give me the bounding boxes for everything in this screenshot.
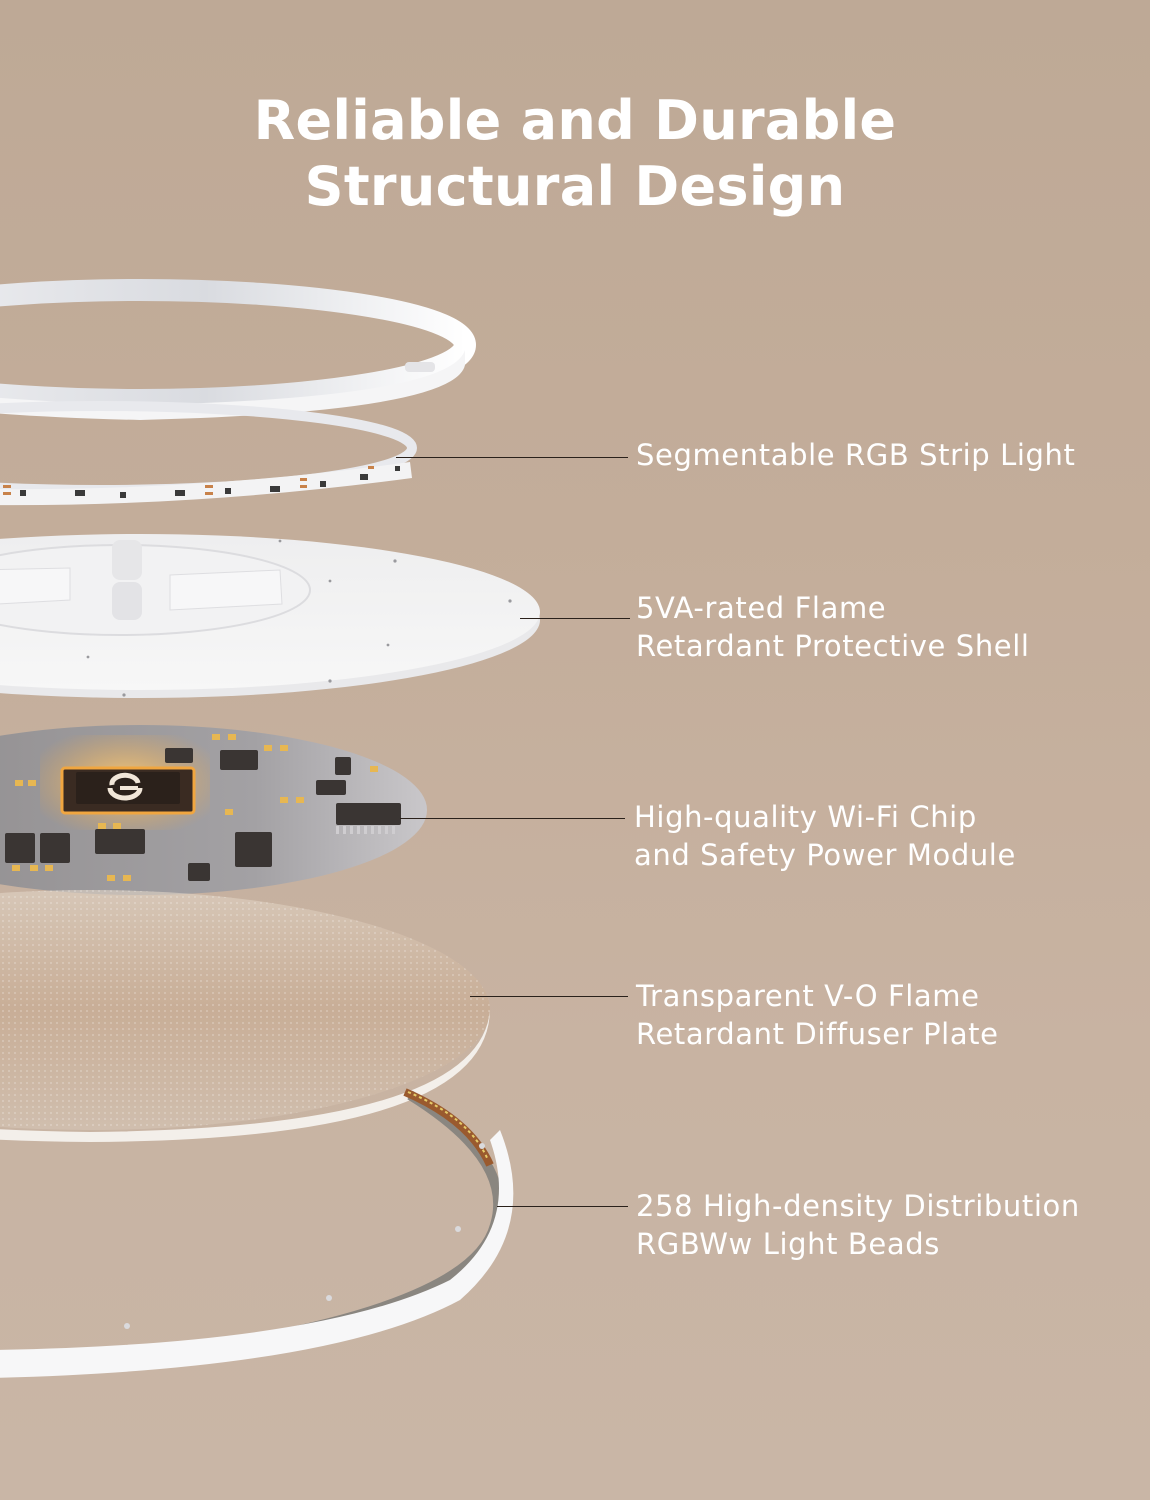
leader-line bbox=[396, 457, 628, 458]
callout-label: Transparent V-O Flame Retardant Diffuser… bbox=[636, 979, 999, 1051]
diffuser-plate bbox=[0, 890, 490, 1142]
leader-line bbox=[520, 618, 630, 619]
pcb-board bbox=[0, 725, 427, 895]
top-frame-ring bbox=[0, 279, 476, 420]
callout-label: High-quality Wi-Fi Chip and Safety Power… bbox=[634, 800, 1016, 872]
callout-label: 5VA-rated Flame Retardant Protective She… bbox=[636, 591, 1030, 663]
leader-line bbox=[497, 1206, 628, 1207]
leader-line bbox=[400, 818, 625, 819]
callout-label: 258 High-density Distribution RGBWw Ligh… bbox=[636, 1189, 1080, 1261]
rgb-strip-light bbox=[0, 401, 417, 506]
light-bead-ring bbox=[0, 1088, 514, 1378]
chip-logo-icon bbox=[107, 772, 143, 801]
title-line-1: Reliable and Durable bbox=[253, 89, 897, 152]
page-title: Reliable and Durable Structural Design bbox=[0, 88, 1150, 220]
leader-line bbox=[470, 996, 628, 997]
title-line-2: Structural Design bbox=[304, 155, 846, 218]
protective-shell bbox=[0, 534, 540, 698]
callout-label: Segmentable RGB Strip Light bbox=[636, 438, 1076, 472]
